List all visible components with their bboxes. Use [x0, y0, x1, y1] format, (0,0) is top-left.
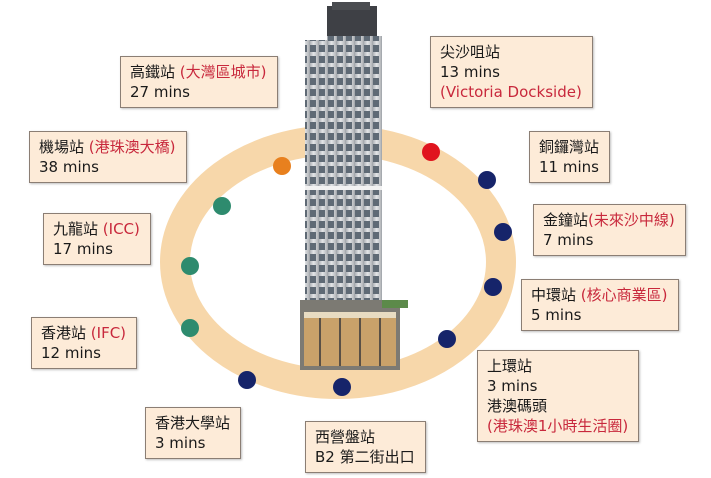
station-dot-hong-kong	[181, 319, 199, 337]
station-name: 上環站	[487, 357, 533, 375]
label-admiralty: 金鐘站(未來沙中線) 7 mins	[533, 204, 686, 256]
label-airport: 機場站 (港珠澳大橋) 38 mins	[29, 131, 187, 183]
station-dot-kowloon	[181, 257, 199, 275]
station-note: (核心商業區)	[580, 286, 668, 304]
station-name: 中環站	[531, 286, 577, 304]
station-name: 香港站	[41, 324, 87, 342]
travel-time: 38 mins	[39, 158, 99, 176]
travel-time: 7 mins	[543, 231, 594, 249]
label-high-speed-rail: 高鐵站 (大灣區城市) 27 mins	[120, 56, 278, 108]
travel-time: 27 mins	[130, 83, 190, 101]
station-dot-airport	[213, 197, 231, 215]
station-note: (ICC)	[102, 220, 140, 238]
station-name: 機場站	[39, 138, 85, 156]
station-note: (港珠澳大橋)	[88, 138, 176, 156]
station-note: (Victoria Dockside)	[440, 83, 582, 101]
station-name: 九龍站	[53, 220, 99, 238]
label-tsim-sha-tsui: 尖沙咀站 13 mins (Victoria Dockside)	[430, 36, 593, 108]
station-dot-sai-ying-pun	[333, 378, 351, 396]
station-extra: 港澳碼頭	[487, 397, 548, 415]
station-name: 高鐵站	[130, 63, 176, 81]
travel-time: 12 mins	[41, 344, 101, 362]
label-central: 中環站 (核心商業區) 5 mins	[521, 279, 679, 331]
travel-time: 3 mins	[487, 377, 538, 395]
station-dot-causeway-bay	[478, 171, 496, 189]
exit-info: B2 第二街出口	[315, 448, 415, 466]
label-sheung-wan: 上環站 3 mins 港澳碼頭 (港珠澳1小時生活圈)	[477, 350, 640, 442]
station-note: (IFC)	[90, 324, 127, 342]
station-dot-admiralty	[494, 223, 512, 241]
label-hku: 香港大學站 3 mins	[145, 407, 242, 459]
station-name: 金鐘站	[543, 211, 589, 229]
station-note: (大灣區城市)	[179, 63, 267, 81]
travel-time: 11 mins	[539, 158, 599, 176]
travel-time: 3 mins	[155, 434, 206, 452]
station-dot-hku	[238, 371, 256, 389]
label-sai-ying-pun: 西營盤站 B2 第二街出口	[305, 421, 426, 473]
station-dot-high-speed-rail	[273, 157, 291, 175]
station-name: 銅鑼灣站	[539, 138, 600, 156]
station-name: 尖沙咀站	[440, 43, 501, 61]
travel-time: 5 mins	[531, 306, 582, 324]
residential-tower-illustration	[300, 2, 408, 370]
station-note: (未來沙中線)	[588, 211, 675, 229]
station-name: 西營盤站	[315, 428, 376, 446]
label-causeway-bay: 銅鑼灣站 11 mins	[529, 131, 611, 183]
station-dot-central	[484, 278, 502, 296]
station-name: 香港大學站	[155, 414, 231, 432]
station-note: (港珠澳1小時生活圈)	[487, 417, 629, 435]
station-dot-tsim-sha-tsui	[422, 143, 440, 161]
travel-time: 17 mins	[53, 240, 113, 258]
label-kowloon: 九龍站 (ICC) 17 mins	[43, 213, 151, 265]
label-hong-kong: 香港站 (IFC) 12 mins	[31, 317, 138, 369]
travel-time: 13 mins	[440, 63, 500, 81]
station-dot-sheung-wan	[438, 330, 456, 348]
